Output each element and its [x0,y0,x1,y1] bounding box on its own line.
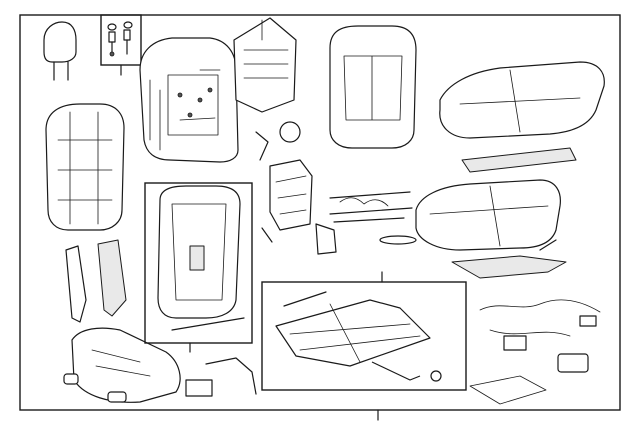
cushion-cover-icon[interactable] [439,61,605,139]
seat-adjuster-icon[interactable] [261,191,467,391]
seatback-cushion-icon[interactable] [139,37,239,163]
seatback-cover-icon[interactable] [329,25,417,149]
recliner-icon[interactable] [255,121,337,255]
lumbar-support-icon[interactable] [233,17,297,113]
seatback-frame-icon[interactable] [45,103,125,231]
side-shield-icon[interactable] [63,239,181,403]
headrest-icon[interactable] [43,21,77,81]
diagram-frame [19,14,621,411]
seatback-frame-detail [144,182,253,353]
cushion-pad-icon[interactable] [415,147,577,251]
control-module-icon[interactable] [185,353,589,397]
headrest-guide-icon[interactable] [100,14,142,76]
wiring-harness-icon[interactable] [451,239,601,405]
